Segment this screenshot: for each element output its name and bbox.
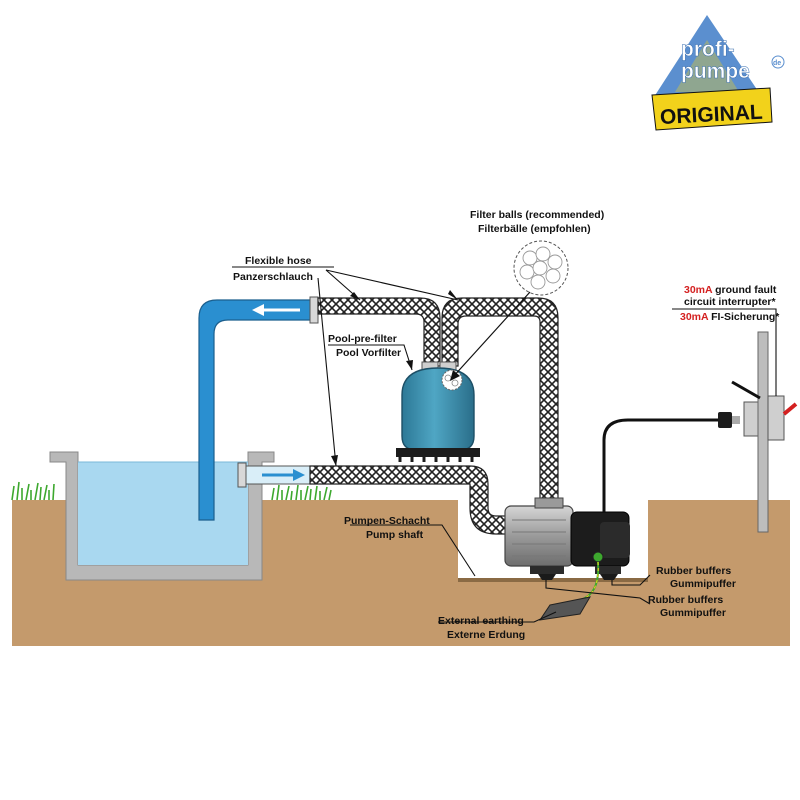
pump-lid (534, 497, 564, 509)
pump-housing-ribs (512, 519, 566, 557)
post-brace (731, 380, 761, 400)
plug-pins (732, 416, 740, 424)
gfci-label-line1: 30mA ground fault (684, 284, 777, 296)
gfci-label-line1-red: 30mA (684, 284, 713, 296)
gfci-label-line2: circuit interrupter* (684, 296, 777, 308)
buffers-label-2-de: Gummipuffer (660, 607, 726, 619)
gfci-switch-lever (782, 402, 798, 416)
profi-pumpe-logo: profi- pumpe de ORIGINAL (651, 15, 785, 131)
power-cable (602, 418, 718, 512)
prefilter-label-de: Pool Vorfilter (336, 347, 401, 359)
soil (12, 500, 790, 646)
logo-text-line2: pumpe (681, 60, 750, 83)
pool-water (78, 462, 248, 565)
suction-hose (309, 465, 507, 535)
pump-base-foot-right (595, 566, 621, 574)
filter-balls-label-en: Filter balls (recommended) (470, 209, 604, 221)
earth-plate (538, 596, 591, 621)
leader-arrowheads (331, 290, 458, 466)
suction-inlet (237, 462, 311, 488)
gfci-label-line3-rest: FI-Sicherung* (708, 311, 780, 323)
pump-prefilter-housing (504, 505, 574, 567)
filter-balls-callout (450, 240, 569, 381)
filter-balls-pointer (451, 291, 531, 379)
earthing (538, 561, 600, 621)
gfci-leader (672, 308, 777, 396)
rubber-buffer-right (600, 574, 618, 580)
rubber-buffer-left (538, 574, 556, 580)
logo-badge (651, 87, 773, 131)
filter-tank (396, 361, 480, 462)
prefilter-label-en: Pool-pre-filter (328, 333, 397, 345)
labels: Filter balls (recommended) Filterbälle (… (233, 209, 780, 641)
earthing-leader (438, 611, 557, 623)
hose-label-en: Flexible hose (245, 255, 312, 267)
hose-pointer-2 (325, 269, 459, 301)
gfci-label-line3-red: 30mA (680, 311, 709, 323)
return-arrowhead (252, 304, 264, 316)
pump (504, 497, 630, 580)
buffers-leader-1 (611, 574, 651, 586)
logo-superscript-circle (771, 55, 785, 69)
power-connection (602, 401, 763, 512)
filter-tank-feet (398, 457, 474, 462)
filter-ball-icon (451, 379, 459, 387)
filter-balls-icon (519, 246, 563, 290)
grass-left (11, 481, 55, 501)
earth-wire-stripe (565, 561, 599, 611)
pump-base-foot-left (530, 566, 564, 574)
pump-shaft-leader (350, 524, 476, 577)
gfci-box (767, 395, 785, 441)
pump-earth-terminal (592, 551, 604, 563)
logo-text-line1: profi- (681, 38, 735, 61)
return-hose-coupling (309, 296, 319, 324)
filter-tank-body (401, 367, 475, 451)
buffers-label-2-en: Rubber buffers (648, 594, 723, 606)
pool (49, 451, 275, 581)
logo-superscript: de (773, 60, 781, 67)
earthing-label-de: Externe Erdung (447, 629, 525, 641)
ground (12, 500, 790, 646)
logo-badge-text: ORIGINAL (659, 101, 763, 129)
power-plug (718, 412, 732, 428)
suction-inlet-fitting (237, 462, 247, 488)
electrical-post (757, 331, 769, 533)
filter-tank-base (396, 448, 480, 457)
buffers-leader-2 (545, 580, 651, 605)
buffers-label-1-en: Rubber buffers (656, 565, 731, 577)
gfci-label-line1-rest: ground fault (712, 284, 777, 296)
pump-motor-cap (600, 522, 630, 558)
flexible-hoses (309, 297, 559, 535)
suction-arrowhead (293, 469, 305, 481)
pump-shaft-floor (458, 578, 648, 582)
filter-balls-label-de: Filterbälle (empfohlen) (478, 223, 591, 235)
earthing-label-en: External earthing (438, 615, 524, 627)
logo-triangle (652, 15, 764, 100)
hose-label-de: Panzerschlauch (233, 271, 313, 283)
hose-pointer-3 (317, 277, 337, 467)
grass-mid (271, 484, 332, 501)
pump-shaft-label-en: Pump shaft (366, 529, 424, 541)
gfci-label-line3: 30mA FI-Sicherung* (680, 311, 780, 323)
return-pipe (198, 296, 319, 521)
buffers-label-1-de: Gummipuffer (670, 578, 736, 590)
filter-balls-pointer-head (450, 370, 460, 381)
logo-triangle-inner (675, 40, 739, 92)
pump-shaft-label-de: Pumpen-Schacht (344, 515, 430, 527)
